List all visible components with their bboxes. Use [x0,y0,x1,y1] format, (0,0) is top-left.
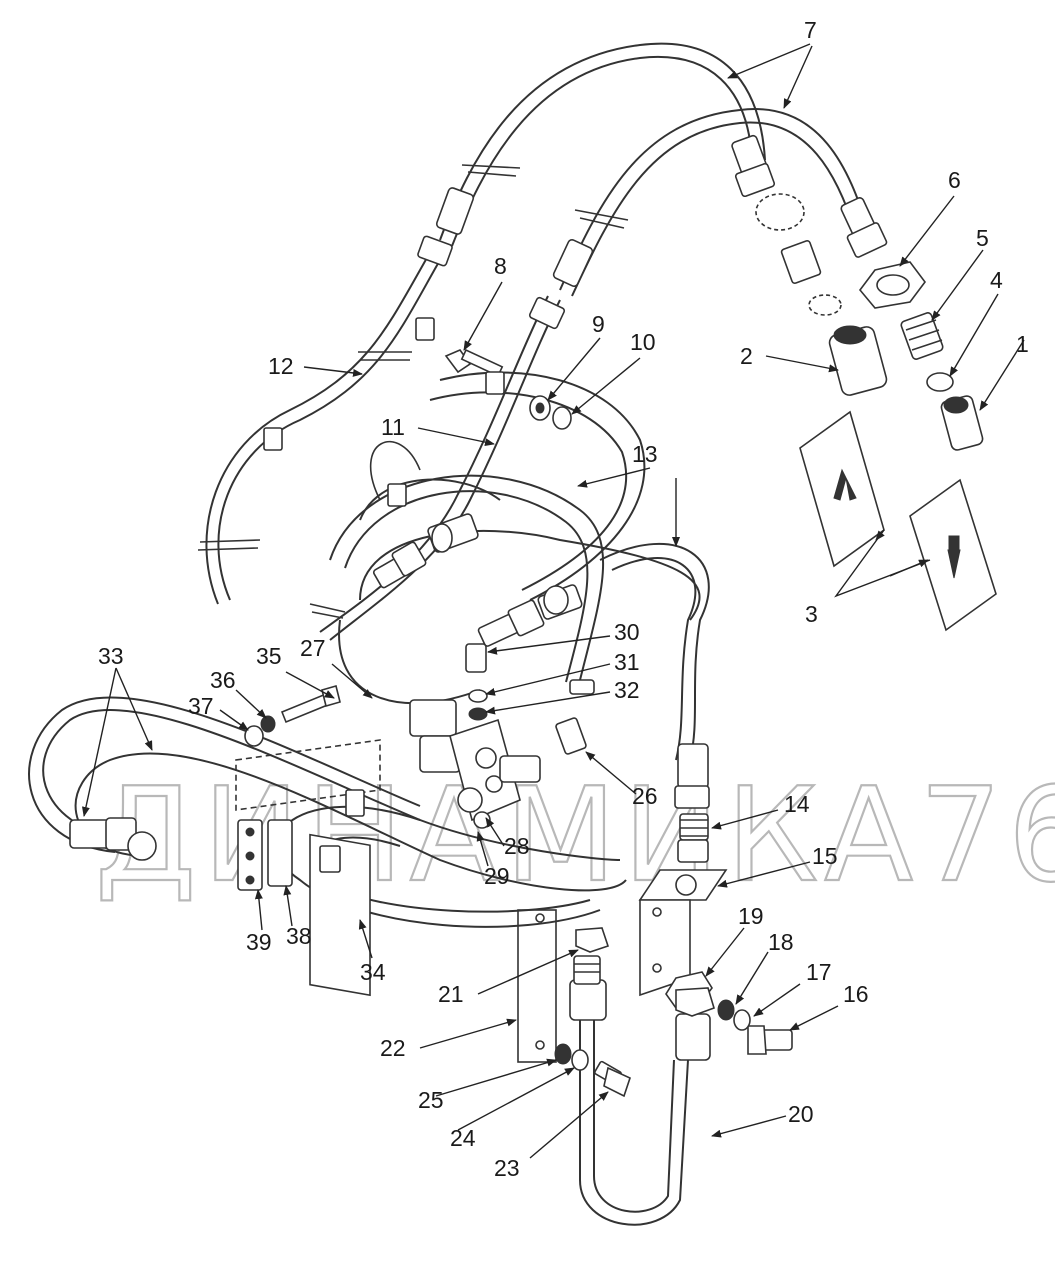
callout-3: 3 [805,601,818,627]
callout-34: 34 [360,959,386,985]
callout-36: 36 [210,667,236,693]
valve-block [409,679,595,829]
leader-lines [81,43,1025,1159]
clamps-34-38-39 [235,739,381,997]
callout-30: 30 [614,619,640,645]
callout-7: 7 [804,17,817,43]
callout-19: 19 [738,903,764,929]
callout-24: 24 [450,1125,476,1151]
callout-21: 21 [438,981,464,1007]
callout-31: 31 [614,649,640,675]
callout-15: 15 [812,843,838,869]
callout-18: 18 [768,929,794,955]
callout-13a: 13 [632,441,658,467]
clamp-and-loops [329,371,710,761]
callout-4: 4 [990,267,1003,293]
hose-20 [569,927,715,1226]
hose-33 [28,696,627,928]
callout-23: 23 [494,1155,520,1181]
callout-11: 11 [381,414,405,440]
callout-8: 8 [494,253,507,279]
plate-22 [517,909,631,1098]
callout-2: 2 [740,343,753,369]
arrow-up-sign-icon [799,410,885,568]
callout-20: 20 [788,1101,814,1127]
callout-5: 5 [976,225,989,251]
callout-32: 32 [614,677,640,703]
adapter-stack [755,193,842,316]
callout-10: 10 [630,329,656,355]
callout-labels: 1 2 3 4 5 6 7 8 9 10 11 12 13 14 15 16 1… [98,17,1029,1181]
bolt-35-36-37 [244,685,341,747]
callout-14: 14 [784,791,810,817]
hose-7-12 [205,42,869,641]
part-6-nut [858,261,926,309]
callout-37: 37 [188,693,214,719]
hose-break-marks [197,164,629,619]
part-4-o-ring [926,372,954,392]
callout-35: 35 [256,643,282,669]
callout-6: 6 [948,167,961,193]
callout-27: 27 [300,635,326,661]
arrow-down-sign-icon [909,478,997,632]
callout-26: 26 [632,783,658,809]
callout-9: 9 [592,311,605,337]
callout-28: 28 [504,833,530,859]
part-1-sleeve [940,395,984,451]
callout-1: 1 [1016,331,1029,357]
callout-12: 12 [268,353,294,379]
hose-clips [263,317,505,507]
hose-13-fittings [674,743,710,863]
bolt-8-9-10 [444,348,572,430]
hose-fittings-top [417,134,888,330]
callout-39: 39 [246,929,272,955]
bracket-15 [638,869,728,997]
part-2-sleeve [828,325,888,396]
callout-29: 29 [484,863,510,889]
callout-33: 33 [98,643,124,669]
callout-16: 16 [843,981,869,1007]
central-fittings [372,513,583,721]
callout-25: 25 [418,1087,444,1113]
callout-22: 22 [380,1035,406,1061]
callout-17: 17 [806,959,832,985]
part-5-fitting [900,312,944,360]
callout-38: 38 [286,923,312,949]
